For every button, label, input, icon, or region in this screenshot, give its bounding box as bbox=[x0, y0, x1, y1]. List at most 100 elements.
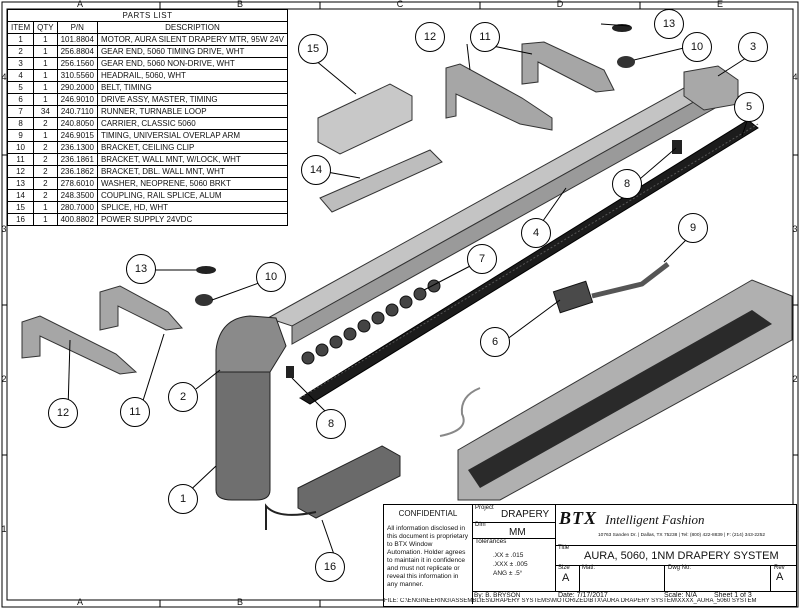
cell-description: GEAR END, 5060 TIMING DRIVE, WHT bbox=[96, 45, 288, 58]
cell-description: TIMING, UNIVERSIAL OVERLAP ARM bbox=[96, 129, 288, 142]
callout-10-upper: 10 bbox=[682, 32, 712, 62]
cell-qty: 2 bbox=[33, 141, 58, 154]
cell-item: 3 bbox=[6, 57, 35, 70]
zone-col-b-bottom: B bbox=[236, 597, 243, 607]
belt-teeth bbox=[299, 123, 759, 399]
callout-1: 1 bbox=[168, 484, 198, 514]
cell-description: POWER SUPPLY 24VDC bbox=[96, 213, 288, 226]
zone-col-b-top: B bbox=[236, 0, 243, 9]
zone-col-e-top: E bbox=[716, 0, 723, 9]
cell-pn: 310.5560 bbox=[56, 69, 98, 82]
cell-pn: 246.9015 bbox=[56, 129, 98, 142]
brand-tagline: Intelligent Fashion bbox=[605, 512, 705, 527]
col-header-qty: QTY bbox=[33, 21, 58, 34]
cell-qty: 1 bbox=[33, 45, 58, 58]
zone-row-2-left: 2 bbox=[1, 374, 7, 384]
cell-description: GEAR END, 5060 NON-DRIVE, WHT bbox=[96, 57, 288, 70]
cell-item: 12 bbox=[6, 165, 35, 178]
cell-pn: 236.1300 bbox=[56, 141, 98, 154]
carrier-lower bbox=[286, 366, 294, 378]
cell-pn: 240.8050 bbox=[56, 117, 98, 130]
cell-item: 14 bbox=[6, 189, 35, 202]
cell-item: 10 bbox=[6, 141, 35, 154]
rail-splice-coupling bbox=[319, 149, 443, 213]
project-value: DRAPERY bbox=[501, 509, 550, 520]
cell-item: 5 bbox=[6, 81, 35, 94]
cell-description: MOTOR, AURA SILENT DRAPERY MTR, 95W 24V bbox=[96, 33, 288, 46]
timing-belt bbox=[299, 119, 759, 405]
dwg-no-label: Dwg No: bbox=[668, 565, 692, 571]
parts-list-title: PARTS LIST bbox=[7, 9, 288, 22]
carrier-upper bbox=[672, 140, 682, 154]
matl-label: Matl: bbox=[582, 565, 596, 571]
gear-end-drive bbox=[215, 315, 287, 373]
zone-col-d-top: D bbox=[556, 0, 564, 9]
rev-label: Rev bbox=[774, 565, 785, 571]
callout-13-upper: 13 bbox=[654, 9, 684, 39]
callout-13-lower: 13 bbox=[126, 254, 156, 284]
drawing-scale: Scale: N/A bbox=[664, 592, 698, 599]
cell-pn: 101.8804 bbox=[56, 33, 98, 46]
callout-4: 4 bbox=[521, 218, 551, 248]
cell-description: SPLICE, HD, WHT bbox=[96, 201, 288, 214]
bracket-wall-lock-upper bbox=[521, 41, 615, 93]
col-header-description: DESCRIPTION bbox=[96, 21, 288, 34]
cell-item: 6 bbox=[6, 93, 35, 106]
file-path: FILE: C:\ENGINEERING\ASSEMBLIES\DRAPERY … bbox=[384, 598, 757, 604]
callout-14: 14 bbox=[301, 155, 331, 185]
col-header-pn: P/N bbox=[56, 21, 98, 34]
cell-pn: 290.2000 bbox=[56, 81, 98, 94]
overlap-arm bbox=[591, 262, 670, 299]
project-label: Project bbox=[475, 505, 494, 511]
cell-pn: 256.1560 bbox=[56, 57, 98, 70]
cell-qty: 2 bbox=[33, 153, 58, 166]
callout-8-upper: 8 bbox=[612, 169, 642, 199]
callout-16: 16 bbox=[315, 552, 345, 582]
zone-row-3-left: 3 bbox=[1, 224, 7, 234]
cell-item: 1 bbox=[6, 33, 35, 46]
cell-description: BELT, TIMING bbox=[96, 81, 288, 94]
cell-qty: 1 bbox=[33, 213, 58, 226]
cell-pn: 240.7110 bbox=[56, 105, 98, 118]
cell-item: 2 bbox=[6, 45, 35, 58]
ceiling-clip-upper bbox=[617, 56, 635, 68]
callout-5: 5 bbox=[734, 92, 764, 122]
motor bbox=[215, 349, 271, 501]
confidential-text: All information disclosed in this docume… bbox=[387, 525, 468, 588]
detail-belt bbox=[468, 310, 772, 488]
bracket-dbl-wall-upper bbox=[445, 63, 553, 131]
washer-lower bbox=[196, 266, 216, 274]
callout-12-lower: 12 bbox=[48, 398, 78, 428]
cell-description: BRACKET, WALL MNT, W/LOCK, WHT bbox=[96, 153, 288, 166]
size-label: Size bbox=[558, 565, 570, 571]
zone-row-2-right: 2 bbox=[792, 374, 798, 384]
callout-8-lower: 8 bbox=[316, 409, 346, 439]
plug-cord bbox=[439, 387, 481, 437]
cell-pn: 248.3500 bbox=[56, 189, 98, 202]
cell-qty: 1 bbox=[33, 81, 58, 94]
zone-row-1-left: 1 bbox=[1, 524, 7, 534]
cell-qty: 34 bbox=[33, 105, 58, 118]
cell-pn: 246.9010 bbox=[56, 93, 98, 106]
callout-10-lower: 10 bbox=[256, 262, 286, 292]
callout-6: 6 bbox=[480, 327, 510, 357]
cell-pn: 256.8804 bbox=[56, 45, 98, 58]
cell-qty: 2 bbox=[33, 177, 58, 190]
cell-item: 4 bbox=[6, 69, 35, 82]
drawn-by: By: B. BRYSON bbox=[474, 592, 521, 599]
callout-9: 9 bbox=[678, 213, 708, 243]
cell-description: WASHER, NEOPRENE, 5060 BRKT bbox=[96, 177, 288, 190]
cell-description: CARRIER, CLASSIC 5060 bbox=[96, 117, 288, 130]
